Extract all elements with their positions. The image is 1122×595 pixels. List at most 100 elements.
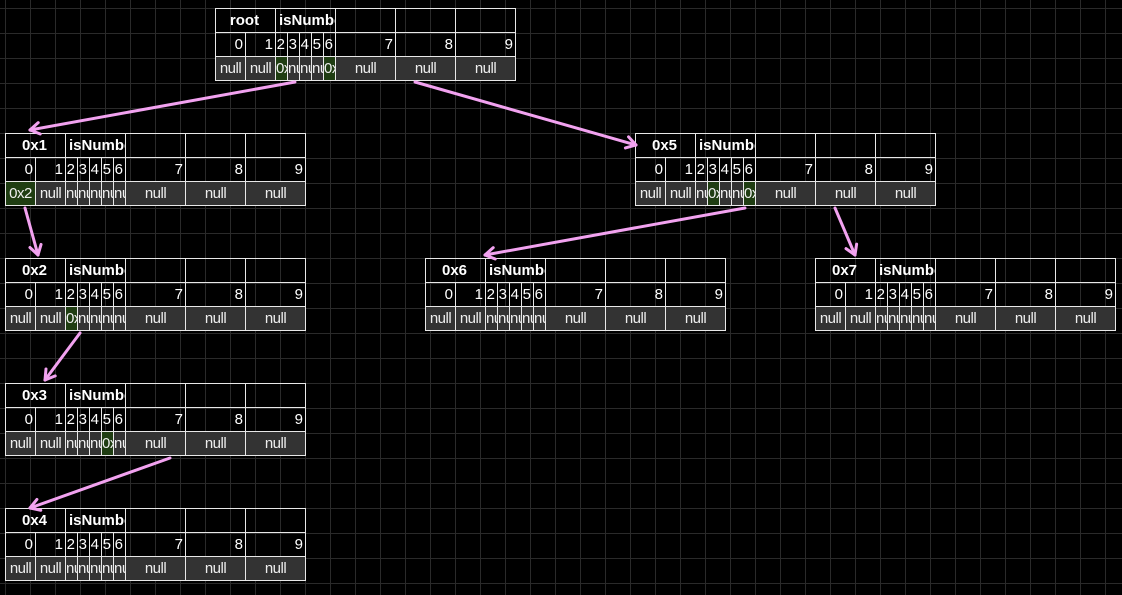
null-cell: null [245, 431, 306, 456]
index-cell: 6 [323, 32, 336, 57]
null-cell: null [887, 306, 900, 331]
index-cell: 2 [65, 157, 78, 182]
index-cell: 4 [89, 157, 102, 182]
trie-node-0x2: 0x2isNumber=false0123456789nullnull0x3nu… [5, 258, 306, 331]
index-cell: 0 [635, 157, 666, 182]
index-cell: 4 [89, 282, 102, 307]
null-cell: null [101, 181, 114, 206]
null-cell: null [113, 306, 126, 331]
index-cell: 8 [185, 407, 246, 432]
index-cell: 3 [77, 157, 90, 182]
arrow-0x3-to-0x4 [28, 456, 172, 512]
index-cell: 1 [665, 157, 696, 182]
null-cell: null [215, 56, 246, 81]
node-header: 0x4isNumber=true [5, 508, 306, 533]
index-cell: 0 [5, 407, 36, 432]
null-cell: null [335, 56, 396, 81]
null-cell: null [815, 181, 876, 206]
index-cell: 7 [545, 282, 606, 307]
null-cell: null [185, 556, 246, 581]
index-cell: 8 [185, 282, 246, 307]
index-cell: 0 [215, 32, 246, 57]
arrow-root-to-0x1 [28, 80, 297, 136]
index-cell: 5 [101, 407, 114, 432]
empty-cell [545, 258, 606, 283]
pointer-cell: 0x3 [65, 306, 78, 331]
node-header: 0x1isNumber=false [5, 133, 306, 158]
null-cell: null [89, 306, 102, 331]
null-cell: null [485, 306, 498, 331]
null-cell: null [77, 431, 90, 456]
index-cell: 4 [299, 32, 312, 57]
null-cell: null [521, 306, 534, 331]
null-cell: null [731, 181, 744, 206]
index-cell: 0 [425, 282, 456, 307]
is-number-flag: isNumber=true [485, 258, 546, 283]
index-cell: 9 [1055, 282, 1116, 307]
index-cell: 3 [497, 282, 510, 307]
trie-node-0x4: 0x4isNumber=true0123456789nullnullnullnu… [5, 508, 306, 581]
null-cell: null [89, 431, 102, 456]
is-number-flag: isNumber=false [65, 133, 126, 158]
empty-cell [665, 258, 726, 283]
index-cell: 0 [815, 282, 846, 307]
index-cell: 2 [485, 282, 498, 307]
index-cell: 9 [245, 282, 306, 307]
null-cell: null [635, 181, 666, 206]
node-name: 0x1 [5, 133, 66, 158]
empty-cell [185, 508, 246, 533]
null-cell: null [245, 181, 306, 206]
null-cell: null [65, 431, 78, 456]
null-cell: null [35, 181, 66, 206]
node-name: root [215, 8, 276, 33]
index-cell: 3 [77, 282, 90, 307]
index-cell: 5 [311, 32, 324, 57]
node-name: 0x6 [425, 258, 486, 283]
null-cell: null [923, 306, 936, 331]
null-cell: null [719, 181, 732, 206]
empty-cell [455, 8, 516, 33]
node-header: 0x5isNumber=false [635, 133, 936, 158]
null-cell: null [113, 556, 126, 581]
index-cell: 5 [521, 282, 534, 307]
null-cell: null [101, 556, 114, 581]
null-cell: null [545, 306, 606, 331]
index-cell: 3 [287, 32, 300, 57]
index-cell: 7 [125, 532, 186, 557]
null-cell: null [755, 181, 816, 206]
index-cell: 3 [77, 407, 90, 432]
null-cell: null [5, 431, 36, 456]
pointer-cell: 0x1 [275, 56, 288, 81]
node-header: 0x6isNumber=true [425, 258, 726, 283]
index-cell: 2 [695, 157, 708, 182]
node-header: 0x3isNumber=false [5, 383, 306, 408]
index-cell: 6 [743, 157, 756, 182]
empty-cell [185, 258, 246, 283]
null-cell: null [425, 306, 456, 331]
index-cell: 6 [113, 157, 126, 182]
null-cell: null [89, 556, 102, 581]
index-cell: 5 [911, 282, 924, 307]
index-cell: 0 [5, 157, 36, 182]
null-cell: null [287, 56, 300, 81]
null-cell: null [911, 306, 924, 331]
index-cell: 8 [185, 532, 246, 557]
index-cell: 9 [245, 407, 306, 432]
trie-node-0x3: 0x3isNumber=false0123456789nullnullnulln… [5, 383, 306, 456]
null-cell: null [77, 556, 90, 581]
index-cell: 8 [605, 282, 666, 307]
node-name: 0x2 [5, 258, 66, 283]
index-cell: 1 [35, 282, 66, 307]
empty-cell [185, 383, 246, 408]
arrow-0x5-to-0x7 [833, 206, 859, 257]
null-cell: null [35, 306, 66, 331]
index-cell: 7 [125, 282, 186, 307]
null-cell: null [113, 181, 126, 206]
is-number-flag: isNumber=tue [875, 258, 936, 283]
null-cell: null [125, 306, 186, 331]
index-cell: 2 [65, 532, 78, 557]
node-header: rootisNumber=false [215, 8, 516, 33]
index-cell: 9 [875, 157, 936, 182]
null-cell: null [605, 306, 666, 331]
is-number-flag: isNumber=false [65, 258, 126, 283]
